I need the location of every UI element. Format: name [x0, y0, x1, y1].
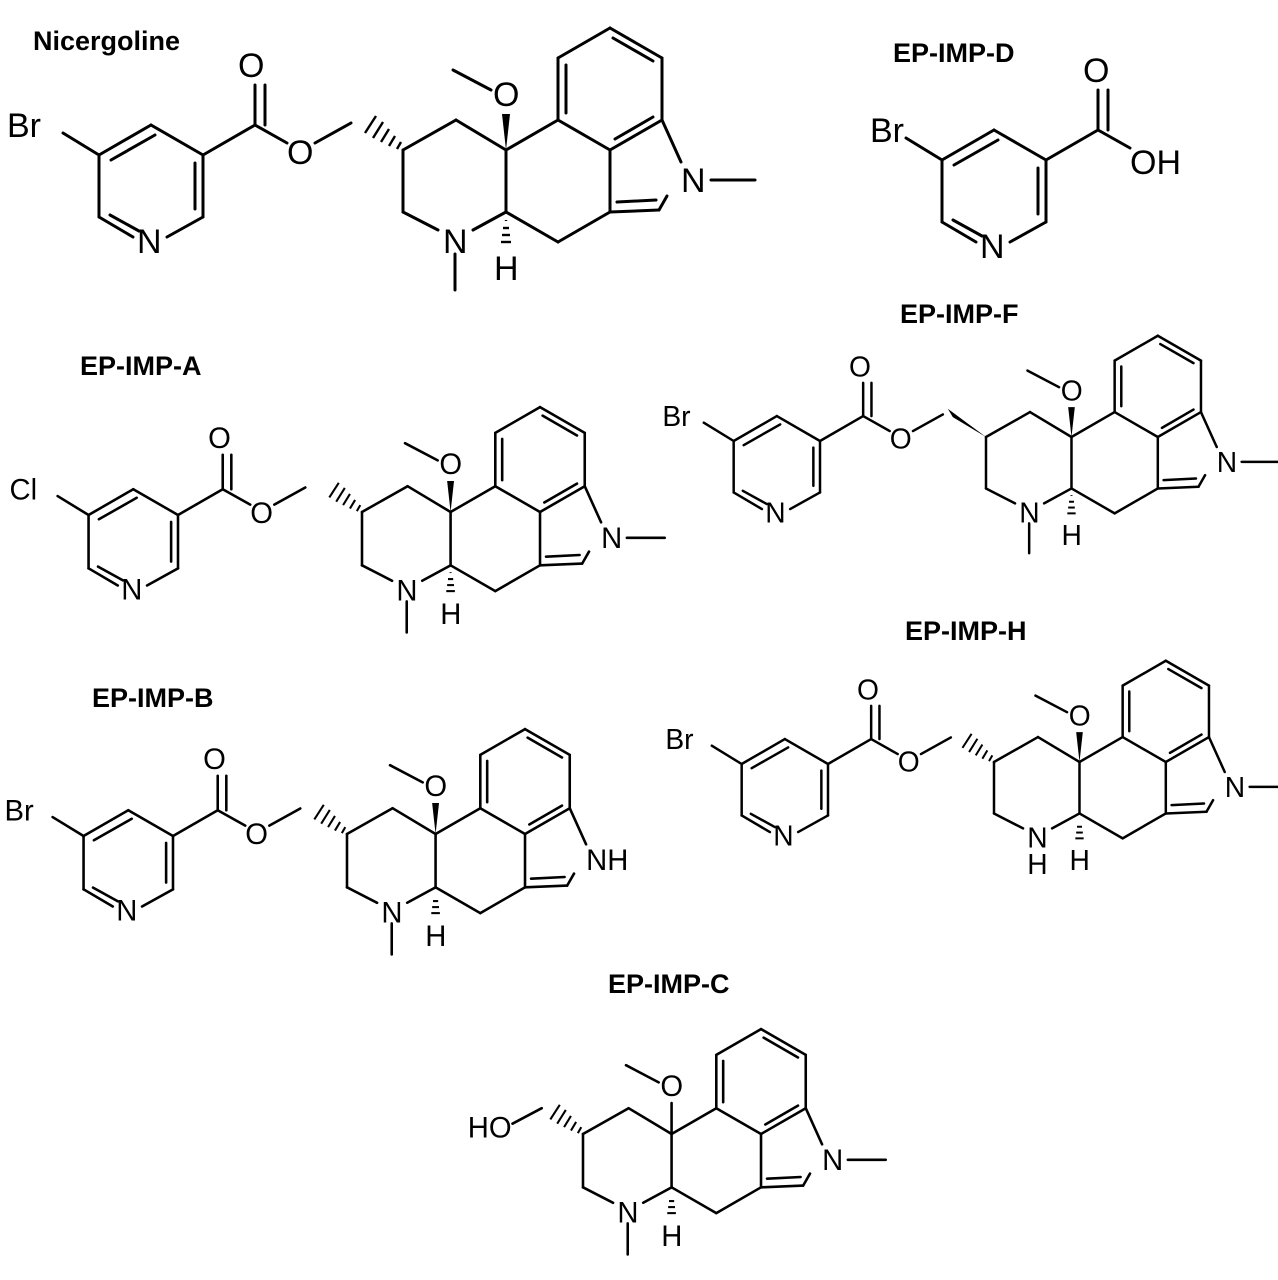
methoxy-o-label: O — [424, 771, 447, 803]
title-ep-imp-d: EP-IMP-D — [893, 38, 1015, 68]
carbonyl-o-label: O — [208, 423, 231, 455]
structure-ep-imp-d: EP-IMP-D Br N O OH — [870, 38, 1181, 266]
carbonyl-o-label: O — [857, 673, 879, 705]
indole-n-label: N — [822, 1145, 843, 1177]
title-ep-imp-c: EP-IMP-C — [608, 969, 730, 999]
amine-n-label: N — [396, 576, 417, 608]
pyridine-n-label: N — [773, 819, 793, 851]
amine-n-label: N — [443, 223, 468, 261]
ester-o-label: O — [245, 819, 268, 851]
halogen-label: Br — [870, 112, 904, 150]
amine-n-label: N — [1019, 496, 1039, 528]
carbonyl-o-label: O — [849, 350, 871, 382]
pyridine-n-label: N — [765, 496, 785, 528]
pyridine-n-label: N — [116, 895, 137, 927]
structure-ep-imp-f: EP-IMP-F Br N O O O N N H — [662, 299, 1278, 555]
ester-o-label: O — [287, 134, 313, 172]
indole-n-label: N — [681, 162, 706, 200]
halogen-label: Br — [7, 107, 41, 145]
methoxy-o-label: O — [1061, 374, 1083, 406]
ester-o-label: O — [890, 422, 912, 454]
halogen-label: Cl — [9, 475, 37, 507]
h-label: H — [494, 250, 519, 288]
indole-nh-label: NH — [586, 845, 628, 877]
structure-ep-imp-c: EP-IMP-C HO — [468, 969, 888, 1256]
title-ep-imp-h: EP-IMP-H — [905, 616, 1027, 646]
h-label: H — [425, 921, 446, 953]
indole-n-label: N — [1217, 446, 1237, 478]
pyridine-n-label: N — [137, 223, 162, 261]
indole-n-label: N — [601, 523, 622, 555]
halogen-label: Br — [662, 400, 690, 432]
h-label: H — [661, 1221, 682, 1253]
hydroxyl-label: HO — [468, 1112, 512, 1144]
halogen-label: Br — [665, 723, 693, 755]
amine-n-label: N — [381, 898, 402, 930]
pyridine-n-label: N — [121, 574, 142, 606]
methoxy-o-label: O — [493, 76, 519, 114]
carbonyl-o-label: O — [238, 47, 264, 85]
hydroxyl-label: OH — [1130, 144, 1181, 182]
structure-ep-imp-h: EP-IMP-H Br N O O — [665, 616, 1278, 880]
ester-o-label: O — [898, 745, 920, 777]
carbonyl-o-label: O — [1083, 52, 1109, 90]
structure-ep-imp-b: EP-IMP-B Br N O O — [4, 683, 628, 956]
pyridine-n-label: N — [980, 228, 1005, 266]
h-label: H — [1070, 844, 1090, 876]
amine-n-label: N — [617, 1198, 638, 1230]
carbonyl-o-label: O — [203, 744, 226, 776]
structure-ep-imp-a: EP-IMP-A Cl N O O O N N H — [9, 351, 667, 634]
structure-nicergoline: Nicergoline Br N O O O N N H — [7, 26, 757, 292]
h-label: H — [1062, 519, 1082, 551]
title-ep-imp-f: EP-IMP-F — [900, 299, 1019, 329]
methoxy-o-label: O — [1069, 699, 1091, 731]
title-ep-imp-a: EP-IMP-A — [80, 351, 202, 381]
methoxy-o-label: O — [660, 1071, 683, 1103]
h-label: H — [440, 599, 461, 631]
amine-n-label: N — [1027, 821, 1047, 853]
title-nicergoline: Nicergoline — [33, 26, 180, 56]
ester-o-label: O — [250, 498, 273, 530]
methoxy-o-label: O — [439, 449, 462, 481]
amine-h-label: H — [1027, 848, 1047, 880]
halogen-label: Br — [4, 796, 33, 828]
indole-n-label: N — [1225, 771, 1245, 803]
title-ep-imp-b: EP-IMP-B — [92, 683, 214, 713]
